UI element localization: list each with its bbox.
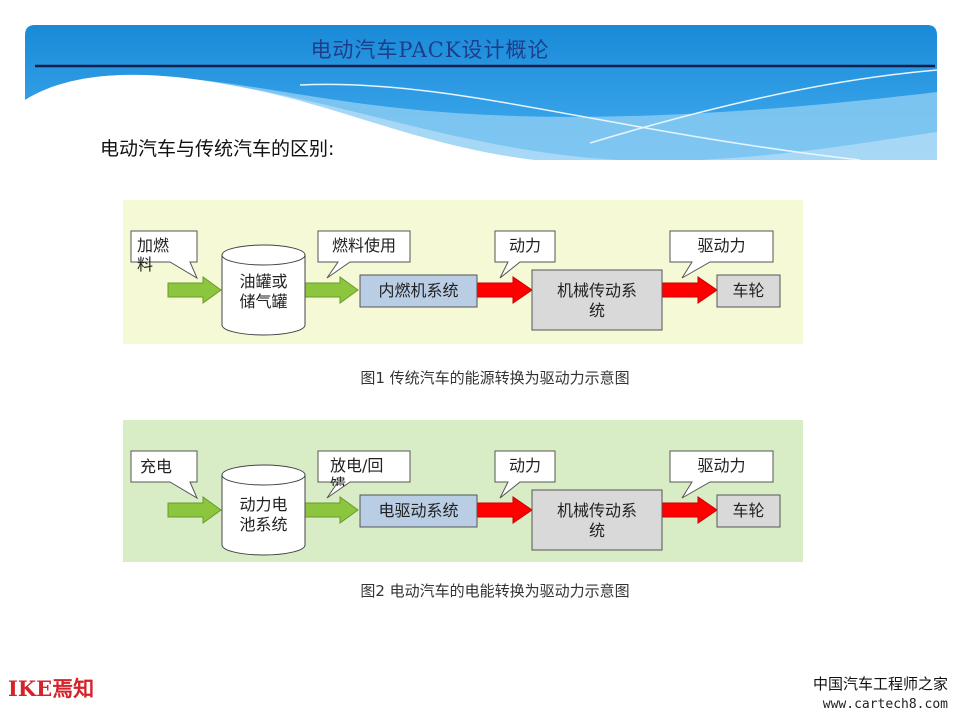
header-banner xyxy=(0,25,960,172)
callout-drive-label: 驱动力 xyxy=(697,236,746,255)
page-title: 电动汽车PACK设计概论 xyxy=(310,38,550,62)
red-arrow xyxy=(476,276,533,304)
callout-charge-shape xyxy=(130,450,199,500)
engine-box xyxy=(359,274,478,308)
figure-1-caption: 图1 传统汽车的能源转换为驱动力示意图 xyxy=(360,369,630,387)
green-arrow xyxy=(304,276,359,304)
callout-refuel-label: 加燃 料 xyxy=(137,236,170,274)
watermark-title: 中国汽车工程师之家 xyxy=(812,675,948,693)
red-arrow xyxy=(661,496,718,524)
figure-2-caption: 图2 电动汽车的电能转换为驱动力示意图 xyxy=(360,582,630,600)
tank-label: 油罐或 储气罐 xyxy=(239,272,288,311)
callout-discharge-shape xyxy=(317,450,411,499)
tank-cylinder xyxy=(221,244,306,336)
motor-label: 电驱动系统 xyxy=(378,501,459,520)
callout-fuel-use-label: 燃料使用 xyxy=(331,236,396,255)
callout-power-label: 动力 xyxy=(508,236,541,255)
wheel-box xyxy=(716,494,781,528)
callout-power-shape xyxy=(494,450,556,499)
transmission-box xyxy=(531,269,663,331)
ike-logo: IKE焉知 xyxy=(8,676,95,701)
transmission-label: 机械传动系 统 xyxy=(556,501,637,540)
callout-refuel-shape xyxy=(130,230,199,280)
transmission-label: 机械传动系 统 xyxy=(556,281,637,320)
diagram-2 xyxy=(123,420,803,562)
watermark-url: www.cartech8.com xyxy=(822,697,948,712)
battery-cylinder xyxy=(221,464,306,556)
battery-label: 动力电 池系统 xyxy=(239,495,288,534)
wheel-label: 车轮 xyxy=(732,501,765,520)
green-arrow xyxy=(167,276,222,304)
wheel-label: 车轮 xyxy=(732,281,765,300)
callout-drive-label: 驱动力 xyxy=(697,456,746,475)
callout-charge-label: 充电 xyxy=(140,457,173,476)
red-arrow xyxy=(476,496,533,524)
green-arrow xyxy=(167,496,222,524)
callout-discharge-label: 放电/回 馈 xyxy=(330,456,384,486)
callout-drive-shape xyxy=(669,230,774,279)
callout-fuel-use-shape xyxy=(317,230,411,279)
green-arrow xyxy=(304,496,359,524)
red-arrow xyxy=(661,276,718,304)
engine-label: 内燃机系统 xyxy=(378,281,459,300)
motor-box xyxy=(359,494,478,528)
diagram-1 xyxy=(123,200,803,344)
callout-power-label: 动力 xyxy=(508,456,541,475)
wheel-box xyxy=(716,274,781,308)
section-heading: 电动汽车与传统汽车的区别: xyxy=(100,138,335,160)
callout-drive-shape xyxy=(669,450,774,499)
transmission-box xyxy=(531,489,663,551)
callout-power-shape xyxy=(494,230,556,279)
